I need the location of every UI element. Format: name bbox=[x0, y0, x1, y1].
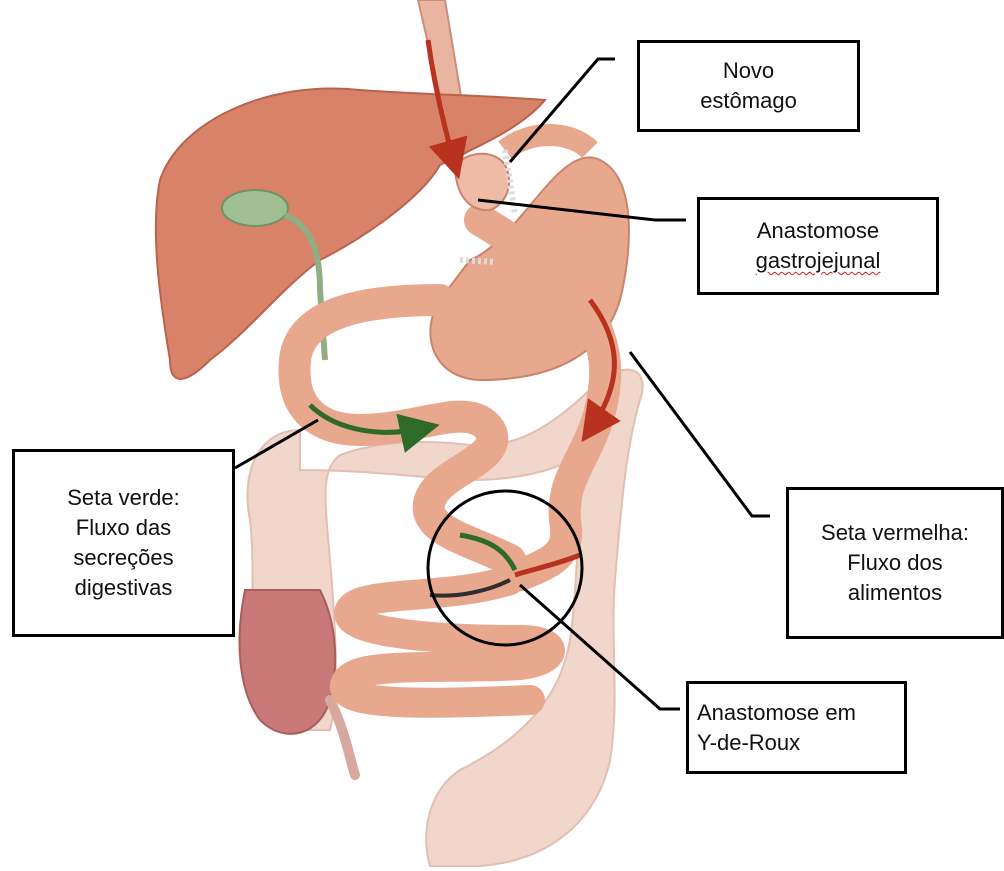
label-anastomose-gastrojejunal-line2: gastrojejunal bbox=[756, 246, 881, 276]
label-seta-verde-line4: digestivas bbox=[75, 573, 173, 603]
label-seta-vermelha-line2: Fluxo dos bbox=[847, 548, 942, 578]
label-seta-verde-line2: Fluxo das bbox=[76, 513, 171, 543]
label-novo-estomago-line1: Novo bbox=[723, 56, 774, 86]
label-seta-vermelha-line3: alimentos bbox=[848, 578, 942, 608]
label-seta-verde: Seta verde: Fluxo das secreções digestiv… bbox=[12, 449, 235, 637]
label-novo-estomago-line2: estômago bbox=[700, 86, 797, 116]
label-seta-verde-line1: Seta verde: bbox=[67, 483, 180, 513]
label-seta-vermelha-line1: Seta vermelha: bbox=[821, 518, 969, 548]
label-anastomose-gastrojejunal-line1: Anastomose bbox=[757, 216, 879, 246]
label-anastomose-gastrojejunal: Anastomose gastrojejunal bbox=[697, 197, 939, 295]
label-anastomose-y-de-roux: Anastomose em Y-de-Roux bbox=[686, 681, 907, 774]
label-anastomose-y-de-roux-line2: Y-de-Roux bbox=[697, 728, 800, 758]
label-anastomose-y-de-roux-line1: Anastomose em bbox=[697, 698, 856, 728]
label-seta-verde-line3: secreções bbox=[73, 543, 173, 573]
label-novo-estomago: Novo estômago bbox=[637, 40, 860, 132]
label-seta-vermelha: Seta vermelha: Fluxo dos alimentos bbox=[786, 487, 1004, 639]
